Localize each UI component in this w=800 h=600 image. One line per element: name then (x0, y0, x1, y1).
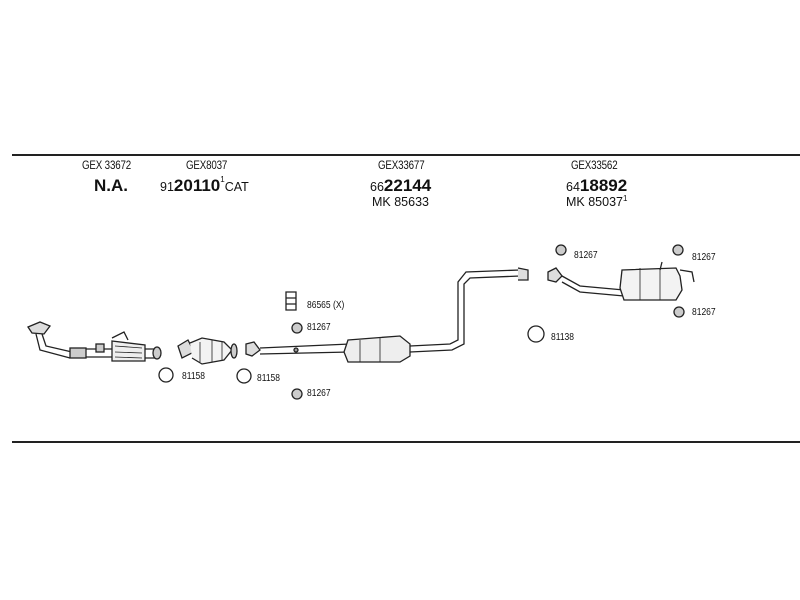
group-4-mk-sup: 1 (622, 194, 628, 203)
group-3-code: GEX33677 (378, 160, 425, 172)
group-4-mk: MK 850371 (566, 194, 628, 209)
group-2-code: GEX8037 (186, 160, 228, 172)
group-2-prefix: 91 (160, 180, 174, 194)
group-1-code: GEX 33672 (82, 160, 132, 172)
label-86565: 86565 (X) (307, 300, 345, 311)
front-pipe (27, 321, 162, 362)
label-81138: 81138 (551, 332, 575, 343)
label-81267-b: 81267 (307, 388, 331, 399)
group-3-prefix: 66 (370, 180, 384, 194)
label-81267-e: 81267 (692, 307, 716, 318)
middle-silencer (245, 267, 529, 363)
group-1-primary: N.A. (94, 176, 128, 195)
top-divider (12, 154, 800, 156)
gasket-icons (158, 244, 685, 400)
group-4-code: GEX33562 (571, 160, 618, 172)
group-2-sup: 1 (220, 175, 225, 184)
catalytic-converter (177, 337, 238, 365)
group-2-suffix: CAT (224, 180, 249, 194)
rear-silencer (547, 261, 695, 301)
group-2-part-number: 91201101CAT (160, 175, 249, 196)
bottom-divider (12, 441, 800, 443)
label-81158-a: 81158 (182, 371, 206, 382)
group-3-number: 22144 (383, 176, 432, 195)
group-4-prefix: 64 (566, 180, 580, 194)
label-81267-a: 81267 (307, 322, 331, 333)
label-81267-d: 81267 (692, 252, 716, 263)
label-81158-b: 81158 (257, 373, 281, 384)
label-81267-c: 81267 (574, 250, 598, 261)
group-3-mk: MK 85633 (372, 195, 429, 209)
group-2-number: 20110 (173, 176, 221, 195)
group-4-part-number: 6418892 (566, 176, 627, 196)
group-4-mk-text: MK 85037 (566, 195, 623, 209)
group-3-part-number: 6622144 (370, 176, 431, 196)
group-4-number: 18892 (579, 176, 628, 195)
